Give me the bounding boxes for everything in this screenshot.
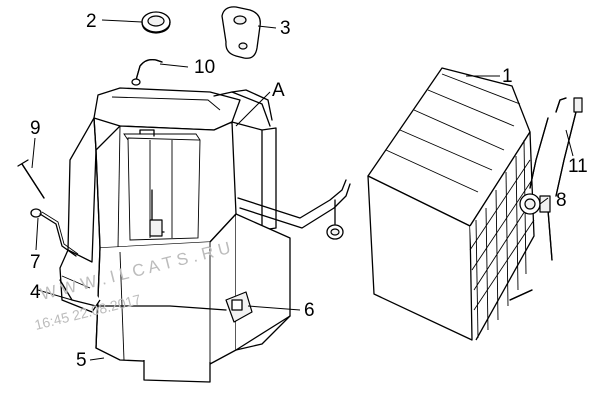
callout-7: 7	[30, 252, 41, 273]
part-refrigerant-pipes	[509, 97, 583, 301]
part-grommet	[141, 11, 171, 34]
part-heater-case	[59, 87, 351, 383]
callout-5: 5	[76, 350, 87, 371]
callout-2: 2	[86, 11, 97, 32]
callout-6: 6	[304, 300, 315, 321]
callout-1: 1	[502, 66, 513, 87]
part-mounting-plate	[221, 6, 261, 59]
callout-10: 10	[194, 57, 215, 78]
part-temperature-sensor	[30, 208, 79, 257]
callout-A: A	[272, 80, 285, 101]
part-drain-hose	[131, 58, 163, 86]
callout-3: 3	[280, 18, 291, 39]
callout-9: 9	[30, 118, 41, 139]
callout-11: 11	[568, 156, 588, 177]
callout-leaders	[31, 19, 574, 361]
part-screw	[17, 159, 45, 199]
callout-8: 8	[556, 190, 567, 211]
part-wiring-harness	[59, 279, 227, 311]
callout-4: 4	[30, 282, 41, 303]
part-evaporator-core	[367, 67, 535, 341]
